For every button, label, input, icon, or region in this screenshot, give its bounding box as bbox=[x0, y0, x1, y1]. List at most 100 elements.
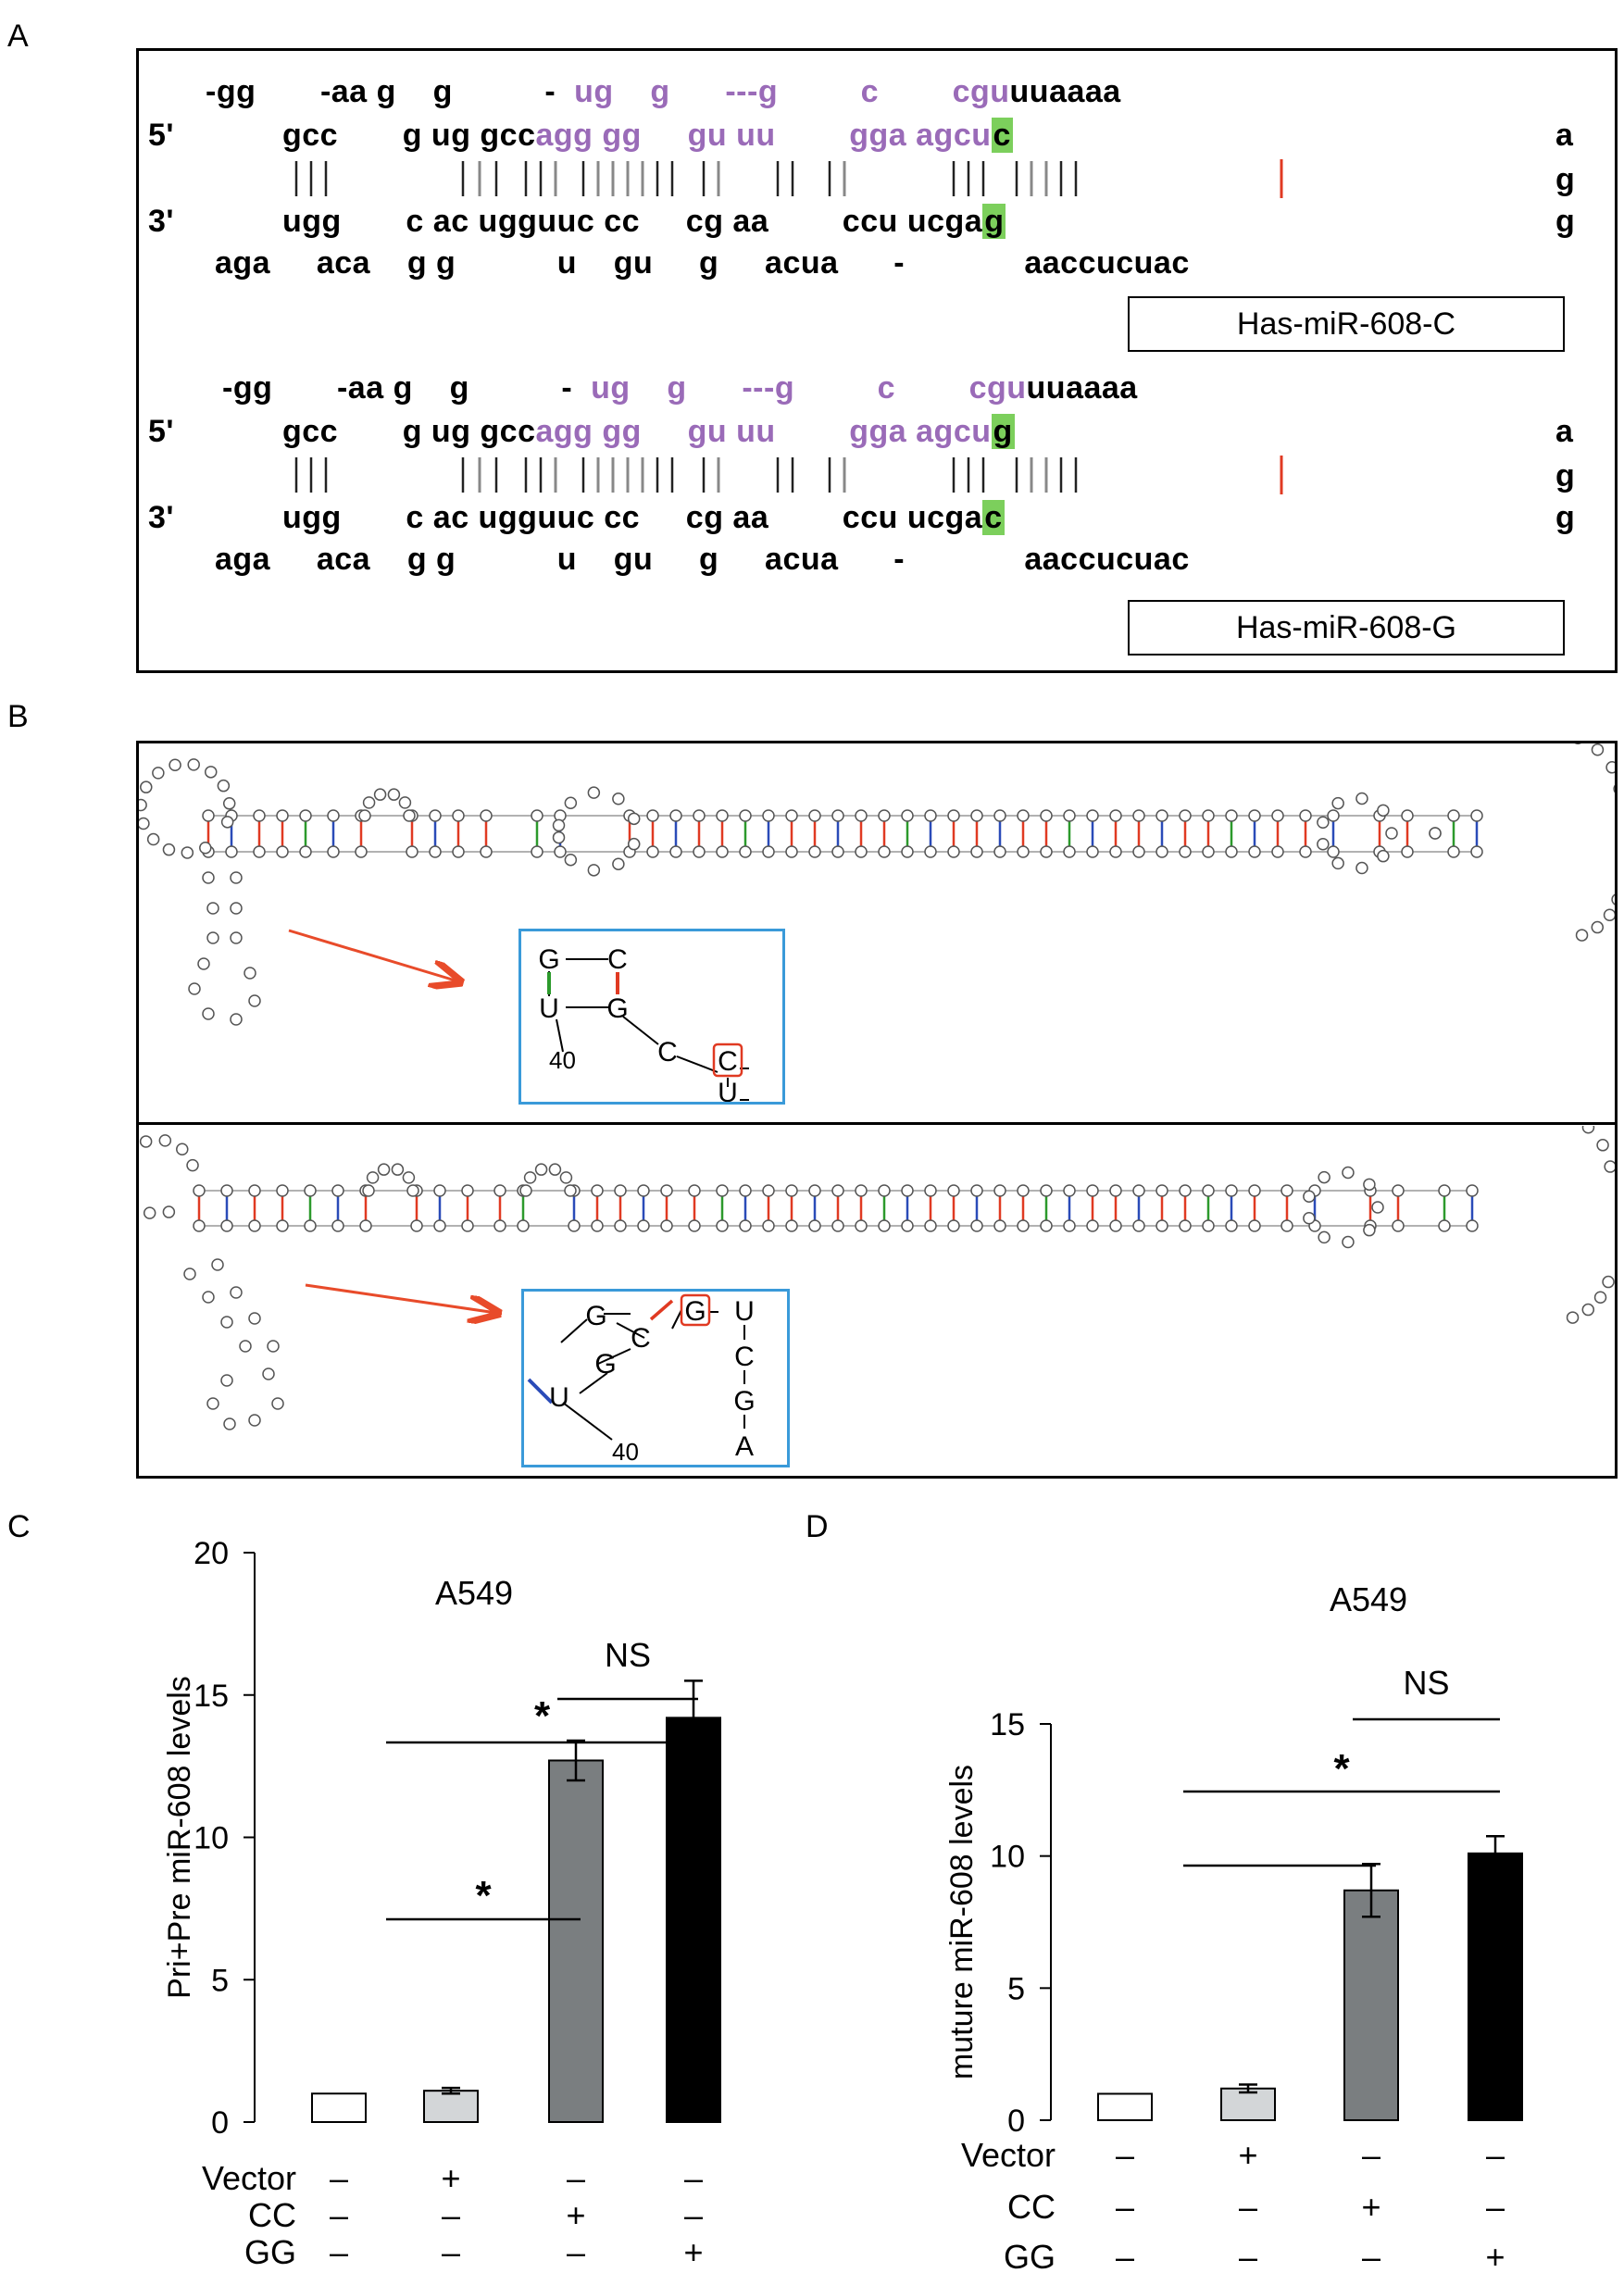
inset-top-letter: G bbox=[606, 993, 628, 1024]
nucleotide bbox=[331, 1184, 344, 1197]
nucleotide bbox=[855, 1184, 868, 1197]
nucleotide bbox=[1063, 1184, 1076, 1197]
nucleotide bbox=[591, 1184, 604, 1197]
nucleotide bbox=[564, 1184, 577, 1197]
treatment-mark: – bbox=[1116, 2136, 1134, 2174]
nucleotide bbox=[1318, 1230, 1330, 1244]
nucleotide bbox=[564, 796, 578, 810]
nucleotide bbox=[362, 796, 376, 809]
nucleotide bbox=[1040, 845, 1053, 858]
nucleotide bbox=[1132, 1184, 1145, 1197]
seq-row4: aga aca g g u gu g acua - aaccucuac bbox=[215, 245, 1190, 281]
nucleotide bbox=[220, 1219, 233, 1232]
treatment-mark: – bbox=[1362, 2238, 1380, 2276]
nucleotide bbox=[831, 809, 844, 822]
nucleotide bbox=[248, 1219, 261, 1232]
nucleotide bbox=[452, 809, 465, 822]
treatment-mark: – bbox=[684, 2196, 703, 2234]
nucleotide bbox=[947, 1219, 960, 1232]
treatment-mark: – bbox=[442, 2196, 460, 2234]
nucleotide bbox=[646, 809, 659, 822]
nucleotide bbox=[855, 1219, 868, 1232]
nucleotide bbox=[1611, 893, 1615, 905]
nucleotide bbox=[480, 809, 493, 822]
nucleotide bbox=[299, 845, 312, 858]
nucleotide bbox=[924, 845, 937, 858]
treatment-label: CC bbox=[248, 2196, 296, 2234]
nucleotide bbox=[304, 1184, 317, 1197]
nucleotide bbox=[855, 809, 868, 822]
inset-bottom-letter: U bbox=[549, 1382, 569, 1413]
inset-top-letter: C bbox=[718, 1046, 738, 1077]
nucleotide bbox=[762, 1219, 775, 1232]
nucleotide bbox=[612, 793, 625, 805]
rna-diagram bbox=[139, 1126, 1615, 1430]
pairing-bars-c bbox=[294, 159, 1283, 198]
inset-top: G C U G C C U 40 bbox=[518, 929, 785, 1108]
inset-top-letter: G bbox=[538, 944, 559, 975]
nucleotide bbox=[152, 767, 165, 780]
nucleotide bbox=[230, 1013, 243, 1026]
nucleotide bbox=[276, 1219, 289, 1232]
nucleotide bbox=[831, 1219, 844, 1232]
y-axis-label: Pri+Pre miR-608 levels bbox=[162, 1676, 197, 1999]
nucleotide bbox=[739, 809, 752, 822]
panel-letter-d: D bbox=[806, 1509, 829, 1544]
nucleotide bbox=[493, 1184, 506, 1197]
inset-bottom-letter: G bbox=[585, 1301, 606, 1331]
pairing-bars-g bbox=[294, 456, 1283, 494]
nucleotide bbox=[614, 1184, 627, 1197]
inset-bottom-svg: G C G G U U C G A 40 bbox=[527, 1293, 756, 1466]
nucleotide bbox=[220, 816, 234, 829]
nucleotide bbox=[139, 817, 150, 830]
nucleotide bbox=[716, 845, 729, 858]
nucleotide bbox=[276, 1184, 289, 1197]
treatment-label: GG bbox=[1004, 2238, 1056, 2276]
significance-label: * bbox=[475, 1873, 492, 1918]
nucleotide bbox=[1318, 1170, 1330, 1184]
nucleotide bbox=[143, 1206, 156, 1219]
nucleotide bbox=[223, 1417, 236, 1430]
nucleotide bbox=[1179, 845, 1192, 858]
inset-top-number: 40 bbox=[549, 1046, 576, 1074]
nucleotide bbox=[248, 1312, 261, 1325]
mutation-highlight bbox=[712, 1043, 743, 1078]
nucleotide bbox=[387, 788, 401, 801]
nucleotide bbox=[206, 931, 219, 944]
nucleotide bbox=[206, 902, 219, 915]
nucleotide bbox=[253, 845, 266, 858]
nucleotide bbox=[519, 1184, 532, 1197]
nucleotide bbox=[739, 845, 752, 858]
panel-letter-c: C bbox=[7, 1509, 31, 1544]
nucleotide bbox=[627, 837, 641, 851]
nucleotide bbox=[1604, 1160, 1615, 1173]
nucleotide bbox=[220, 1316, 233, 1329]
treatment-mark: + bbox=[441, 2159, 460, 2197]
nucleotide bbox=[1086, 845, 1099, 858]
nucleotide bbox=[808, 845, 821, 858]
nucleotide bbox=[1280, 1219, 1293, 1232]
y-tick-label: 10 bbox=[194, 1821, 229, 1856]
chart-title: A549 bbox=[1330, 1580, 1407, 1618]
bar bbox=[1468, 1852, 1523, 2121]
nucleotide bbox=[1342, 1235, 1355, 1249]
nucleotide bbox=[202, 1291, 215, 1304]
nucleotide bbox=[1603, 908, 1615, 922]
nucleotide bbox=[253, 809, 266, 822]
nucleotide bbox=[461, 1219, 474, 1232]
y-tick-label: 10 bbox=[990, 1840, 1025, 1875]
treatment-mark: + bbox=[1238, 2136, 1257, 2174]
nucleotide bbox=[1202, 809, 1215, 822]
nucleotide bbox=[669, 845, 682, 858]
bar bbox=[1097, 2092, 1153, 2122]
nucleotide bbox=[181, 846, 194, 859]
inset-top-letter: U bbox=[539, 993, 559, 1024]
nucleotide bbox=[366, 1171, 380, 1184]
nucleotide bbox=[1303, 1190, 1316, 1204]
nucleotide bbox=[1017, 845, 1030, 858]
nucleotide bbox=[1280, 1184, 1293, 1197]
nucleotide bbox=[403, 809, 416, 822]
nucleotide bbox=[1271, 809, 1284, 822]
